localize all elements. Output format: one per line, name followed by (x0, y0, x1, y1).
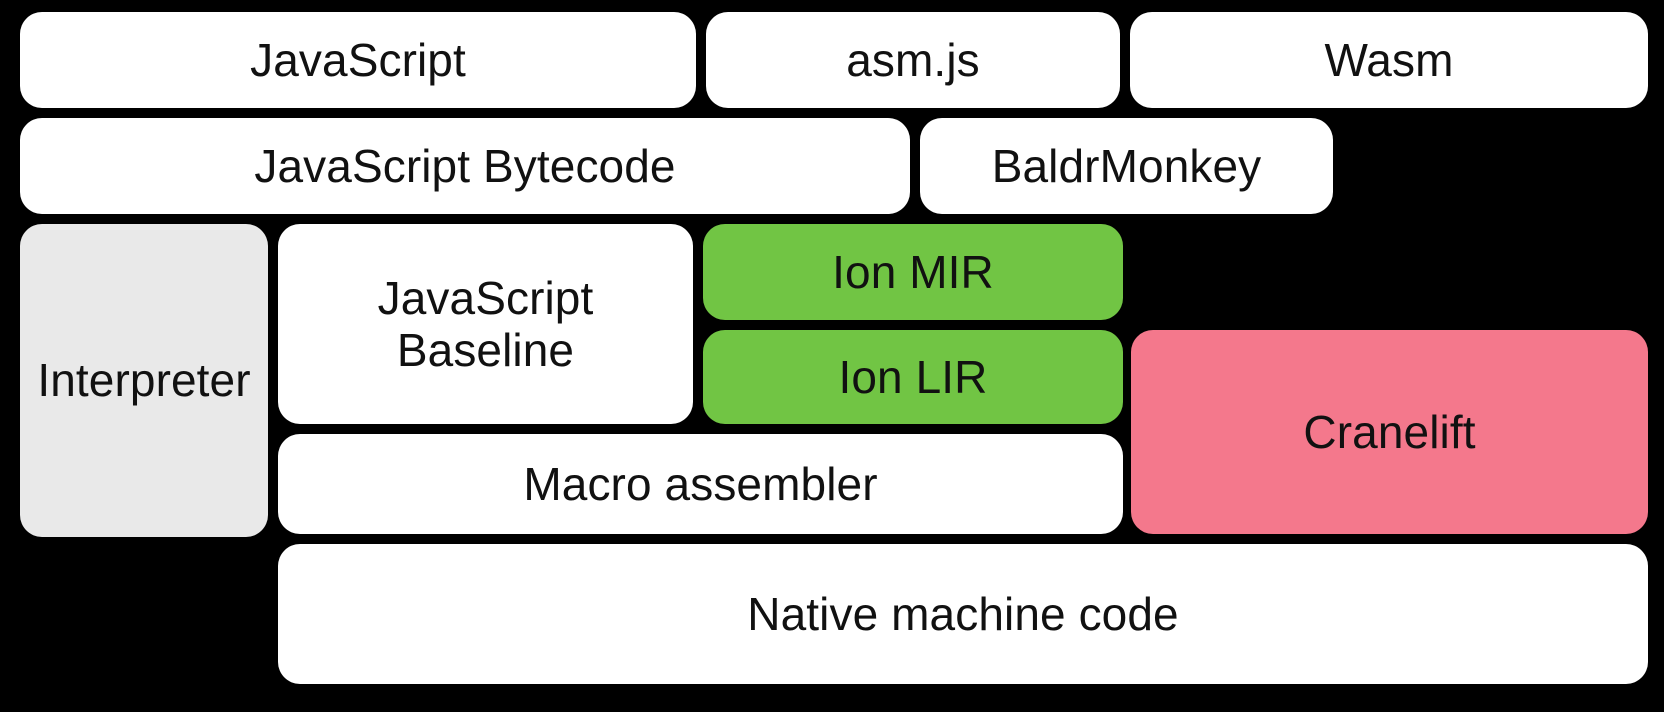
node-ion-mir: Ion MIR (703, 224, 1123, 320)
node-cranelift: Cranelift (1131, 330, 1648, 534)
node-interpreter: Interpreter (20, 224, 268, 537)
node-native-machine-code: Native machine code (278, 544, 1648, 684)
node-baldrmonkey: BaldrMonkey (920, 118, 1333, 214)
node-javascript-baseline: JavaScript Baseline (278, 224, 693, 424)
node-javascript-bytecode: JavaScript Bytecode (20, 118, 910, 214)
node-wasm: Wasm (1130, 12, 1648, 108)
node-javascript: JavaScript (20, 12, 696, 108)
node-ion-lir: Ion LIR (703, 330, 1123, 424)
node-macro-assembler: Macro assembler (278, 434, 1123, 534)
node-asm-js: asm.js (706, 12, 1120, 108)
